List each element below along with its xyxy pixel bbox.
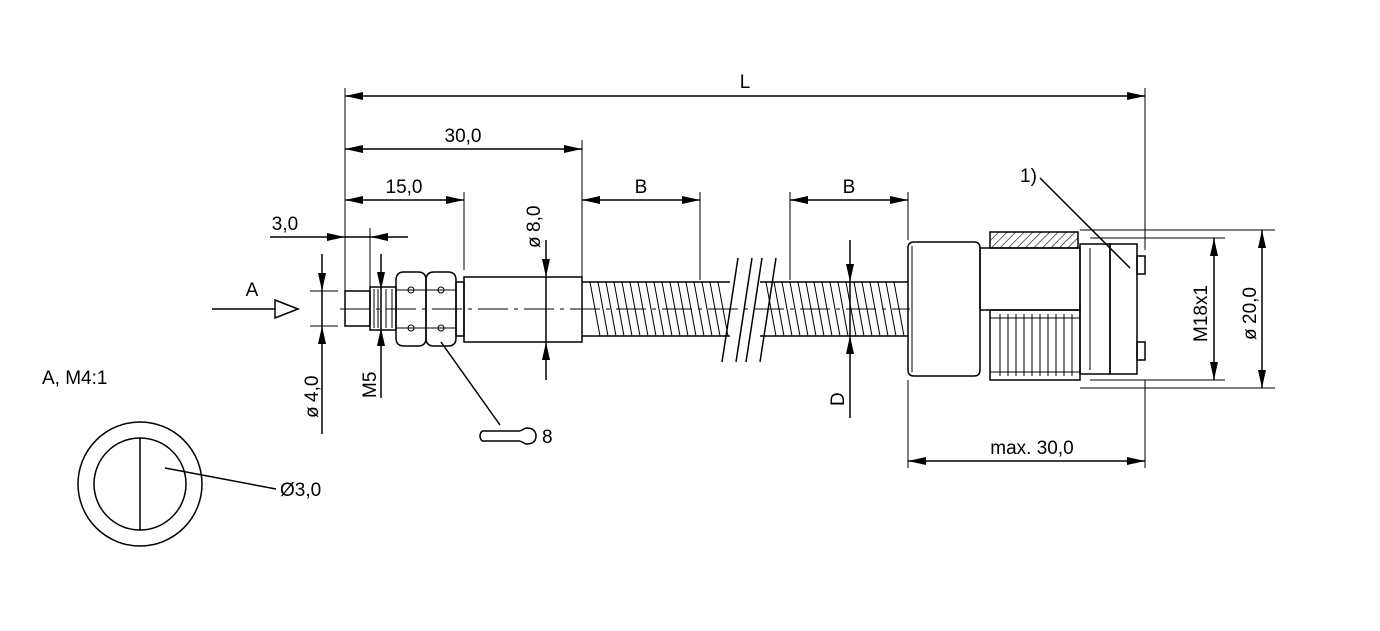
wrench-callout: 8 [440,341,553,448]
diameter-symbol-20: ø [1240,328,1261,340]
dimension-max30: max. 30,0 [908,438,1145,465]
dim-3-label: 3,0 [272,214,298,235]
sensor-body [340,231,1146,381]
dimension-3: 3,0 [270,214,408,241]
dim-max30-label: max. 30,0 [990,438,1073,459]
diameter-symbol-4: ø [302,406,323,418]
hex-nut-right [425,271,457,347]
detail-dia-label: Ø3,0 [280,480,321,501]
dim-15-label: 15,0 [386,177,423,198]
armored-cable-left [582,281,730,337]
view-a-label: A [246,280,259,301]
dim-m5-label: M5 [360,372,381,398]
wrench-icon [479,427,537,445]
dim-B-right-label: B [843,177,856,198]
dimension-m18: M18x1 [1191,238,1218,380]
dimension-dia4: ø 4,0 [302,254,326,434]
dimension-30: 30,0 [345,126,582,153]
note-1-callout: 1) [1020,166,1131,269]
view-a-arrow: A [212,280,301,320]
dimension-dia8: ø 8,0 [524,206,550,380]
dim-dia4-label: 4,0 [302,376,323,402]
dim-D-label: D [828,392,849,406]
dimension-dia20: ø 20,0 [1240,230,1266,388]
break-symbol [721,257,777,363]
armored-cable-right [760,281,908,337]
dim-B-left-label: B [635,177,648,198]
dim-dia20-label: 20,0 [1240,287,1261,324]
dimension-B-left: B [582,177,700,204]
dim-dia8-label: 8,0 [524,206,545,232]
dimension-15: 15,0 [345,177,464,204]
detail-title: A, M4:1 [42,368,107,389]
dimension-B-right: B [790,177,908,204]
extension-lines [310,88,1275,468]
dim-m18-label: M18x1 [1191,285,1212,342]
dimension-L: L [345,72,1145,100]
wrench-size-label: 8 [542,427,553,448]
connector [907,231,1146,381]
detail-view-a: A, M4:1 Ø3,0 [42,368,321,547]
dim-30-label: 30,0 [445,126,482,147]
diameter-symbol-8: ø [524,236,545,248]
dimension-D: D [828,240,854,418]
note-1-label: 1) [1020,166,1037,187]
dimension-m5: M5 [360,254,385,398]
dim-L-label: L [740,72,751,93]
